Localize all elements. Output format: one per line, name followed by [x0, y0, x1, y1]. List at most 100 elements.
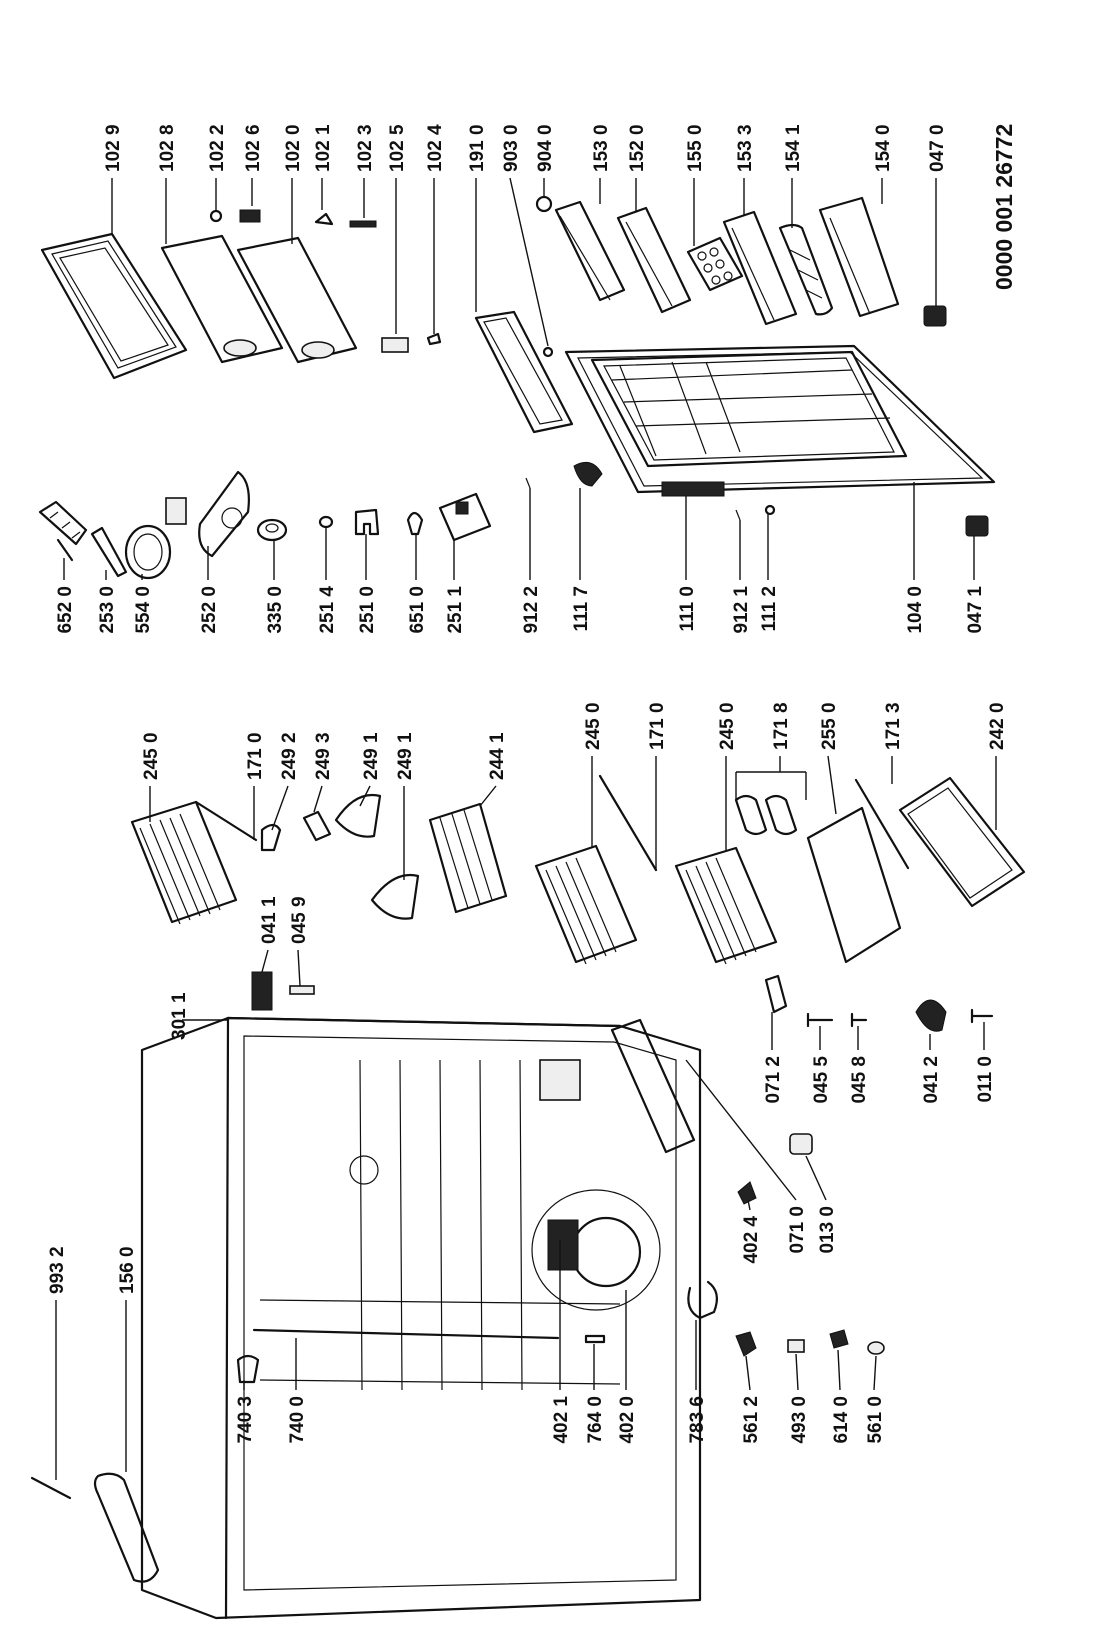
label-1540: 154 0: [873, 124, 894, 172]
label-1550: 155 0: [685, 124, 706, 172]
label-0470: 047 0: [927, 124, 948, 172]
label-1020: 102 0: [283, 124, 304, 172]
hinge-cover-0471: [965, 515, 989, 537]
label-5612: 561 2: [741, 1396, 762, 1444]
label-1040: 104 0: [905, 586, 926, 634]
bolt-0455: [806, 1012, 834, 1028]
label-1520: 152 0: [627, 124, 648, 172]
label-7400: 740 0: [287, 1396, 308, 1444]
bolt-0458: [850, 1012, 868, 1028]
label-4024: 402 4: [741, 1216, 762, 1264]
strip-1023: [349, 220, 377, 228]
clip-1024: [426, 332, 442, 346]
label-1022: 102 2: [207, 124, 228, 172]
label-5610: 561 0: [865, 1396, 886, 1444]
light-housing-5540: [124, 497, 187, 580]
condenser-1560: [93, 1472, 160, 1583]
label-6520: 652 0: [55, 586, 76, 634]
label-2441: 244 1: [487, 732, 508, 780]
hinge-0411: [251, 971, 273, 1011]
bracket-2492: [260, 823, 282, 852]
glass-plate-2550: [806, 806, 902, 964]
clip-5612: [735, 1331, 757, 1357]
bracket-2510: [354, 508, 380, 536]
cover-1117: [573, 461, 603, 487]
probe-9932: [30, 1476, 72, 1500]
label-1029: 102 9: [103, 124, 124, 172]
label-0710: 071 0: [787, 1206, 808, 1254]
part-drawings: [30, 195, 1026, 1620]
label-4930: 493 0: [789, 1396, 810, 1444]
label-0455: 045 5: [811, 1056, 832, 1104]
hinge-1110: [661, 481, 725, 497]
door-1040: [564, 344, 996, 494]
label-0411: 041 1: [259, 896, 280, 944]
thermostat-6520: [38, 500, 88, 562]
label-2530: 253 0: [97, 586, 118, 634]
door-bin-1520: [616, 206, 692, 314]
document-number: 0000 001 26772: [991, 124, 1017, 290]
screw-9030: [542, 346, 554, 358]
door-bin-1530: [554, 200, 626, 302]
label-2450a: 245 0: [141, 732, 162, 780]
strip-1710a: [194, 800, 258, 842]
label-2491b: 249 1: [395, 732, 416, 780]
egg-tray-1550: [686, 236, 744, 292]
label-2492: 249 2: [279, 732, 300, 780]
label-0130: 013 0: [817, 1206, 838, 1254]
block-4930: [787, 1339, 805, 1353]
clip-4024: [737, 1181, 757, 1205]
cable-7400: [252, 1328, 560, 1340]
label-3011: 301 1: [169, 992, 190, 1040]
grommet-6140: [829, 1329, 849, 1349]
pad-1025: [381, 337, 409, 353]
label-2511: 251 1: [445, 586, 466, 634]
trim-strip-1910: [474, 310, 574, 434]
label-1718: 171 8: [771, 702, 792, 750]
label-0412: 041 2: [921, 1056, 942, 1104]
cap-9040: [535, 195, 553, 213]
label-3350: 335 0: [265, 586, 286, 634]
label-6510: 651 0: [407, 586, 428, 634]
label-4021: 402 1: [551, 1396, 572, 1444]
hook-7836: [687, 1280, 719, 1320]
wire-shelf-2450b: [534, 844, 638, 965]
label-1024: 102 4: [425, 124, 446, 172]
ring-1022: [209, 209, 223, 223]
part-labels: 102 9 102 8 102 2 102 6 102 0 102 1 102 …: [47, 124, 1017, 1444]
cap-7403: [236, 1354, 260, 1384]
label-9122: 912 2: [521, 586, 542, 634]
wire-shelf-2441: [428, 802, 508, 914]
label-9030: 903 0: [501, 124, 522, 172]
pin-1112: [764, 504, 776, 516]
glass-shelf-1028: [160, 234, 284, 364]
label-0712: 071 2: [763, 1056, 784, 1104]
label-2420: 242 0: [987, 702, 1008, 750]
wire-shelf-2450a: [130, 800, 238, 925]
clip-1021: [314, 212, 334, 226]
label-1910: 191 0: [467, 124, 488, 172]
door-bin-1540: [818, 196, 900, 318]
label-1028: 102 8: [157, 124, 178, 172]
cabinet-body-3011: [140, 1016, 702, 1620]
relay-box-2511: [438, 492, 492, 542]
label-9121: 912 1: [731, 586, 752, 634]
ring-2514: [318, 515, 334, 529]
bulb-6510: [406, 511, 424, 536]
strip-1713: [854, 778, 910, 870]
label-2450c: 245 0: [717, 702, 738, 750]
label-1541: 154 1: [783, 124, 804, 172]
shelf-frame-1029: [40, 232, 188, 380]
sensor-7640: [584, 1334, 606, 1344]
knob-2530: [90, 526, 128, 578]
label-6140: 614 0: [831, 1396, 852, 1444]
label-9040: 904 0: [535, 124, 556, 172]
clip-1026: [239, 209, 261, 223]
foot-0130: [789, 1133, 813, 1155]
label-1110: 111 0: [677, 586, 698, 631]
label-1117: 111 7: [571, 586, 592, 631]
label-1533: 153 3: [735, 124, 756, 172]
label-7836: 783 6: [687, 1396, 708, 1444]
lamp-cover-2520: [198, 470, 250, 558]
